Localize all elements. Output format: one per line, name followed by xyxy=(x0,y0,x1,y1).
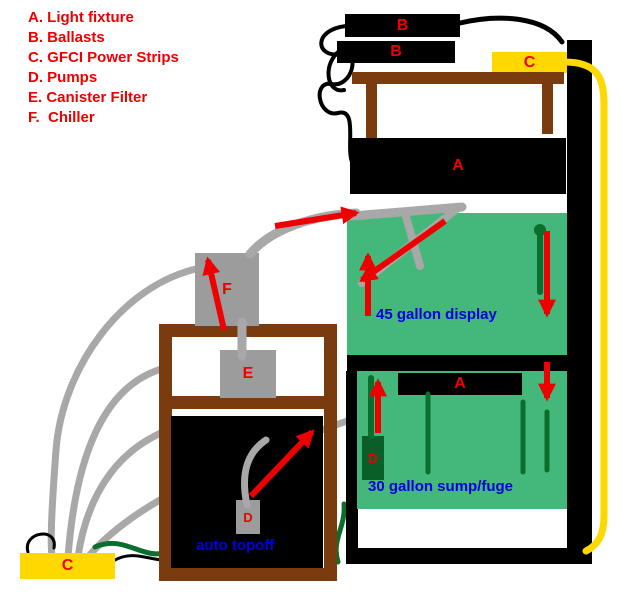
green-cord-stand xyxy=(333,501,347,565)
light-sump-label: A xyxy=(454,375,466,392)
flow-arrow-chiller-to-tank xyxy=(274,206,360,229)
legend-item-ballasts: B. Ballasts xyxy=(28,29,105,46)
display-tank-label: 45 gallon display xyxy=(376,306,497,323)
stand-left-post xyxy=(346,371,358,563)
bottom-power-cord-2 xyxy=(25,532,56,554)
topoff-pump-label: D xyxy=(243,509,253,525)
legend-item-canister: E. Canister Filter xyxy=(28,89,148,106)
ballast-box-bottom: B xyxy=(337,41,455,63)
sump-tank-label: 30 gallon sump/fuge xyxy=(368,478,514,495)
display-tank xyxy=(347,213,567,355)
auto-topoff-label: auto topoff xyxy=(196,537,275,554)
legend-item-pumps: D. Pumps xyxy=(28,69,98,86)
canister-filter: E xyxy=(220,350,276,398)
light-display-label: A xyxy=(452,157,464,174)
sump-pump: D xyxy=(362,436,384,480)
wood-table-leg-right xyxy=(542,84,553,134)
canister-label: E xyxy=(242,365,254,382)
chiller-return-pipe xyxy=(245,208,361,259)
topoff-pump: D xyxy=(236,500,260,534)
spare-hose xyxy=(74,426,172,561)
legend-item-gfci: C. GFCI Power Strips xyxy=(28,49,179,66)
stand-middle-shelf xyxy=(347,355,592,371)
gfci-top-label: C xyxy=(523,53,536,71)
light-fixture-display: A xyxy=(350,138,566,194)
stand-bottom-bar xyxy=(346,548,592,564)
legend-item-chiller: F. Chiller xyxy=(28,109,95,126)
gfci-bottom-label: C xyxy=(61,557,74,574)
wood-table-top xyxy=(352,72,564,84)
ballast-top-label: B xyxy=(396,16,409,34)
sump-pump-label: D xyxy=(368,450,378,466)
canister-hose xyxy=(64,364,169,561)
legend: A. Light fixture B. Ballasts C. GFCI Pow… xyxy=(28,8,179,128)
gfci-power-strip-top: C xyxy=(492,52,567,73)
stand-right-post xyxy=(567,40,592,562)
ballast-bottom-label: B xyxy=(390,43,402,60)
chiller-label: F xyxy=(222,280,232,298)
gfci-power-strip-bottom: C xyxy=(20,553,115,579)
ballast-to-gfci-cord xyxy=(457,15,565,45)
wood-frame-shelf xyxy=(159,396,337,409)
ballast-box-top: B xyxy=(345,14,460,37)
legend-item-light-fixture: A. Light fixture xyxy=(28,9,134,26)
chiller: F xyxy=(195,253,259,326)
wood-table-leg-left xyxy=(366,84,377,138)
wood-frame-stand xyxy=(159,324,337,581)
light-fixture-sump: A xyxy=(398,373,522,395)
